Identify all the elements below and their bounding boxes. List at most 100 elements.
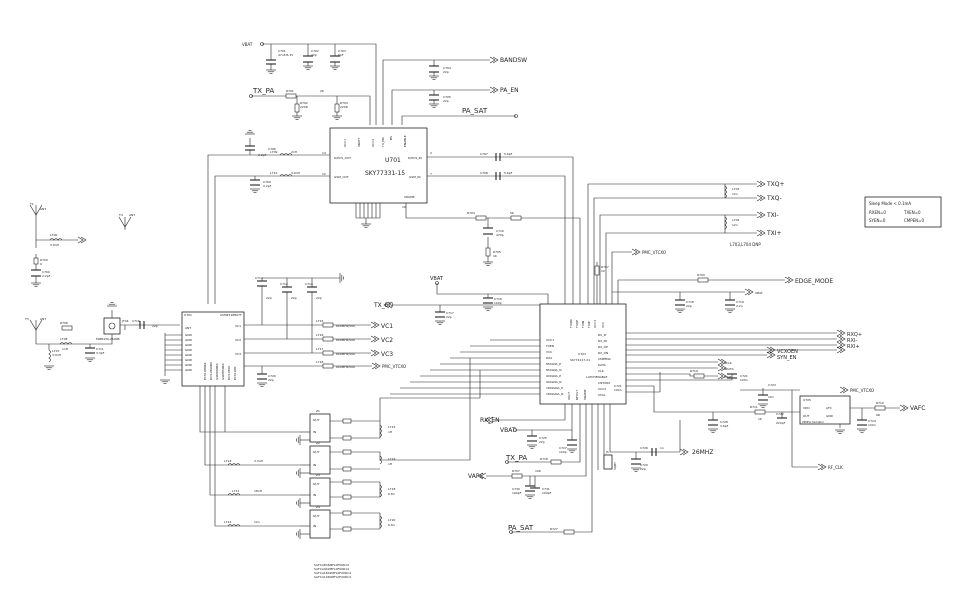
note-syen0: SYEN=0 [869, 218, 886, 223]
trx-pin-txen: TXEN [545, 344, 554, 348]
pa-pin-enable: ENABLE [403, 135, 407, 147]
trx-pin-latch: LATCHENABLE [586, 375, 607, 379]
net-sdata: SDATA [724, 367, 735, 371]
net-vafc: VAFC [910, 405, 925, 412]
pa-pin-vcc1: VCC1 [343, 139, 347, 147]
resistor-r718 [550, 459, 562, 465]
capacitor-c728 [707, 419, 719, 433]
saw-part-3: SAFCA1842MFL0F00R14 [314, 571, 351, 575]
fem-pin-vc2: VC2 [235, 338, 241, 342]
net-bandsw: BANDSW [500, 57, 527, 64]
osc-pin-gnd: GND [826, 414, 834, 418]
label-r706-val: 1K [493, 254, 498, 258]
label-c713-val: 22p [266, 296, 272, 300]
fem-part: ASM4518807T [220, 313, 242, 317]
label-r703: R703 [340, 101, 348, 105]
label-c723: C723 [768, 383, 776, 387]
capacitor-c710 [483, 227, 493, 235]
label-c725-val: 22p [539, 440, 545, 444]
label-c703-val: 6pF [338, 53, 344, 57]
inductor-l715 [379, 424, 382, 438]
capacitor-c705 [428, 94, 440, 108]
label-r705-val: 5K [510, 211, 515, 215]
capacitor-c716b [482, 297, 494, 311]
label-c720: C720 [268, 374, 276, 378]
inductor-l704 [724, 216, 727, 230]
label-r702-val: 220R [300, 105, 308, 109]
net-vbat-top: VBAT [242, 42, 253, 47]
label-r717: R707 [512, 469, 520, 473]
net-26mhz: 26MHZ [692, 449, 713, 456]
label-c716-val: 22p [152, 324, 158, 328]
label-c716b: C716 [494, 297, 502, 301]
label-r710-val: 0R [876, 413, 880, 417]
wire-network [35, 43, 900, 533]
ic-oscillator [799, 395, 851, 425]
pa-num-10: 10 [402, 205, 406, 209]
label-l718-val: 6.8n [388, 492, 395, 496]
label-l718a-val: 600MHz/500 [336, 365, 355, 369]
label-c717-val: 22p [446, 315, 452, 319]
label-r700: R700 [40, 258, 48, 262]
label-c703: C703 [338, 49, 346, 53]
label-c731: C731 [542, 487, 550, 491]
label-c727-val: 100p [559, 450, 567, 454]
saw-part-4: SAFCA1960MFL0F00R14 [314, 575, 351, 579]
label-c711-val: 3.3pF [96, 351, 105, 355]
label-c700: C700 [42, 270, 50, 274]
fem-pin-gnd6: GND [185, 358, 193, 362]
osc-part: 26MHz Oscillator [802, 420, 825, 424]
label-c701: C701 [278, 49, 286, 53]
label-l715a-val: 600MHz/500 [336, 324, 355, 328]
net-pmc-vtcxo-mid: PMC_VTCXO [382, 364, 406, 369]
capacitor-c730 [524, 485, 536, 499]
fem-pin-gnd7: GND [185, 363, 193, 367]
net-arrows [77, 42, 909, 534]
label-t4-ant: ANT [129, 213, 135, 217]
trx-pin-rxa: RXA [546, 356, 553, 360]
inductor-l718 [379, 484, 382, 498]
label-c714: C714 [305, 282, 313, 286]
label-l711: L711 [232, 489, 239, 493]
label-r703-val: 220R [340, 105, 348, 109]
label-l715-val: nH [388, 430, 392, 434]
label-r707-val: 10 [601, 269, 605, 273]
trx-pin-xout: XOUT [567, 392, 571, 400]
label-r719: R719 [690, 369, 698, 373]
label-c722: C722 [776, 412, 784, 416]
trx-pin-txin: TXIN [581, 321, 585, 329]
label-l720-val: 6.8n [388, 523, 395, 527]
resistor-r707 [594, 265, 600, 276]
resistor-r706 [482, 247, 494, 266]
antenna-t4 [118, 216, 132, 230]
label-c724: C724 [868, 419, 876, 423]
label-t1-ant: ANT [40, 207, 46, 211]
fem-ref: U701 [184, 313, 192, 317]
label-c722-val: 220pF [776, 421, 786, 425]
net-vcxoen: VCXOEN [777, 349, 798, 355]
ferrite-l715a [322, 322, 334, 328]
label-r727: R727 [550, 527, 558, 531]
inductor-l712 [227, 524, 241, 527]
fem-pin-gsm850rx: GSM850RX [221, 363, 225, 380]
net-tx-en: TX_EN [373, 302, 393, 309]
net-vbat-trx: VBAT [430, 276, 444, 282]
fem-pin-pcs1900rx: PCS1900RX [203, 362, 207, 380]
capacitor-c717 [434, 311, 446, 325]
label-l712: L712 [224, 520, 231, 524]
saw1-ref: Z1 [316, 409, 320, 413]
inductor-l708 [59, 342, 73, 345]
label-l704: L704 [732, 218, 739, 222]
net-edge-mode: EDGE_MODE [795, 278, 833, 285]
antenna-t3 [29, 319, 43, 331]
label-c705-val: 22p [443, 99, 449, 103]
trx-pin-1800p: 1800LNA_P [546, 386, 563, 390]
label-c710: C710 [496, 229, 504, 233]
label-r718: R718 [540, 457, 548, 461]
label-c719: C719 [736, 300, 744, 304]
saw2-pin-out: OUT [313, 450, 320, 454]
trx-pin-txqp: TXQP [575, 320, 579, 329]
trx-pin-txip: TXIP [587, 321, 591, 329]
osc-pin-afc: AFC [826, 406, 832, 410]
